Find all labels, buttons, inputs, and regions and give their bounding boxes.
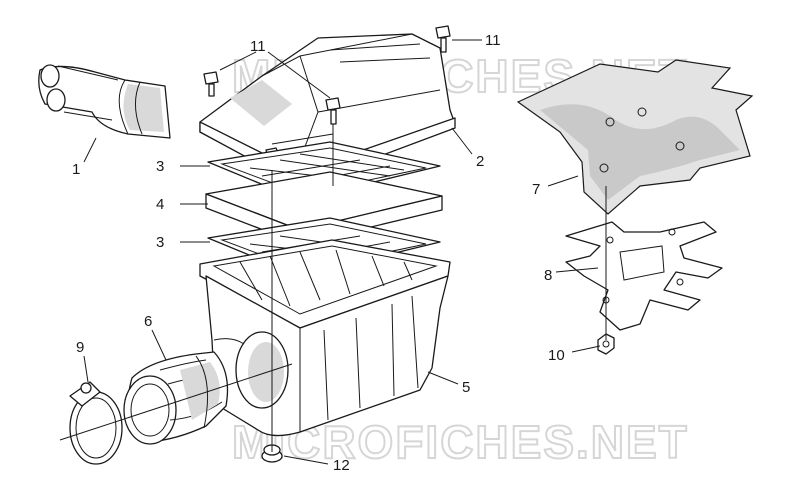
callout-4: 4 xyxy=(156,196,164,213)
screw-left xyxy=(203,71,219,97)
nut xyxy=(597,333,615,355)
callout-5: 5 xyxy=(462,379,470,396)
callout-10: 10 xyxy=(548,347,565,364)
callout-11-left: 11 xyxy=(250,38,266,55)
callout-labels: 1 2 3 3 4 5 6 7 8 9 10 11 11 12 xyxy=(72,32,565,474)
intake-duct xyxy=(38,64,171,139)
callout-6: 6 xyxy=(144,313,152,330)
foam-pad xyxy=(516,59,754,215)
assembly-axes xyxy=(59,124,607,452)
screw-center xyxy=(325,97,341,125)
hose-clamp xyxy=(69,381,123,465)
callout-7: 7 xyxy=(532,181,540,198)
airbox-body xyxy=(199,239,451,437)
screw-right xyxy=(435,25,451,53)
callout-3-bottom: 3 xyxy=(156,234,164,251)
gasket xyxy=(565,221,723,331)
callout-9: 9 xyxy=(76,339,84,356)
inlet-boot xyxy=(123,351,229,445)
callout-1: 1 xyxy=(72,161,80,178)
callout-11-right: 11 xyxy=(485,32,501,49)
leader-lines xyxy=(83,39,601,465)
callout-8: 8 xyxy=(544,267,552,284)
callout-3-top: 3 xyxy=(156,158,164,175)
callout-2: 2 xyxy=(476,153,484,170)
callout-12: 12 xyxy=(333,457,350,474)
